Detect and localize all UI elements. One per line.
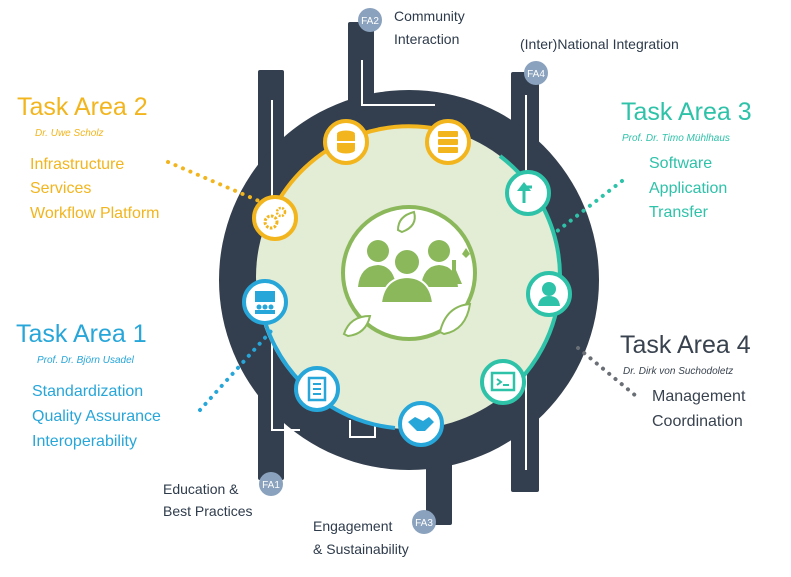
fa4-label: (Inter)National Integration [520, 36, 679, 52]
connectors [166, 160, 638, 412]
ta2-connector [166, 160, 268, 206]
ta1-connector [198, 328, 274, 412]
ta2-item: Workflow Platform [30, 205, 160, 222]
ta2-lead: Dr. Uwe Scholz [35, 128, 104, 139]
fa1-badge: FA1 [259, 472, 283, 496]
ta2-icons [252, 119, 471, 241]
terminal-icon [480, 359, 526, 405]
ta3-title: Task Area 3 [621, 98, 752, 126]
server-icon [425, 119, 471, 165]
leaf-icons [342, 210, 472, 338]
fa3-label-line: & Sustainability [313, 541, 409, 557]
fa1-badge-text: FA1 [262, 480, 280, 491]
ta2-item: Services [30, 180, 92, 197]
ta4-lead: Dr. Dirk von Suchodoletz [623, 366, 734, 377]
ta3-lead: Prof. Dr. Timo Mühlhaus [622, 133, 730, 144]
fa2-label-line: Community [394, 8, 465, 24]
ta3-icons [480, 170, 572, 405]
ta3-item: Application [649, 180, 728, 197]
leaf-icon-left [342, 314, 372, 338]
fa2-badge-text: FA2 [361, 16, 379, 27]
fa3-badge-text: FA3 [415, 518, 433, 529]
ta2-item: Infrastructure [30, 156, 125, 173]
fa3-badge: FA3 [412, 510, 436, 534]
ta2-title: Task Area 2 [17, 93, 148, 121]
database-icon [323, 119, 369, 165]
leaf-icon-right [438, 302, 472, 336]
ta4-item: Management [652, 388, 746, 405]
fa4-badge: FA4 [524, 61, 548, 85]
community-people-icon [341, 205, 477, 341]
handshake-icon [398, 401, 444, 447]
ta3-connector [554, 179, 624, 234]
ta4-title: Task Area 4 [620, 331, 751, 359]
ta1-item: Standardization [32, 383, 144, 400]
fa1-label-line: Best Practices [163, 503, 253, 519]
ta1-item: Quality Assurance [32, 408, 161, 425]
ta1-item: Interoperability [32, 433, 137, 450]
gears-icon [252, 195, 298, 241]
leaf-icon-top [396, 210, 416, 234]
fa2-label-line: Interaction [394, 31, 460, 47]
ta1-icons [242, 279, 444, 447]
fa3-label-line: Engagement [313, 518, 393, 534]
fa2-badge: FA2 [358, 8, 382, 32]
presentation-icon [242, 279, 288, 325]
transfer-arrow-icon [505, 170, 551, 216]
developer-icon [526, 271, 572, 317]
fa4-badge-text: FA4 [527, 69, 545, 80]
ta1-title: Task Area 1 [16, 320, 147, 348]
fa1-label-line: Education & [163, 481, 239, 497]
ta4-item: Coordination [652, 413, 743, 430]
fa-badges: FA2 FA4 FA1 FA3 [259, 8, 548, 534]
ta3-item: Software [649, 155, 713, 172]
checklist-icon [294, 366, 340, 412]
ta3-item: Transfer [649, 204, 708, 221]
ta1-lead: Prof. Dr. Björn Usadel [37, 355, 134, 366]
